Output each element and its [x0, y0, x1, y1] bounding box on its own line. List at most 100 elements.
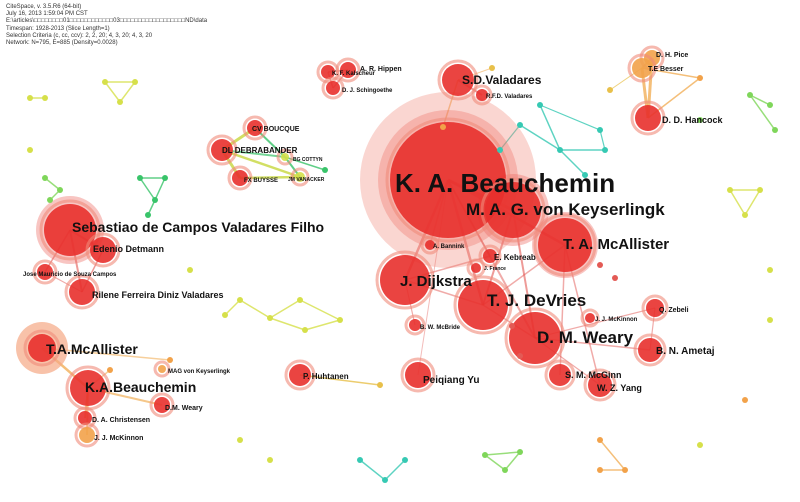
node-valadares-filho[interactable]	[44, 204, 96, 256]
minor-node[interactable]	[517, 449, 523, 455]
minor-node[interactable]	[502, 467, 508, 473]
node-schingoethe[interactable]	[326, 81, 340, 95]
minor-node[interactable]	[557, 147, 563, 153]
node-mckinnon2[interactable]	[79, 427, 95, 443]
node-mckinnon[interactable]	[585, 313, 595, 323]
minor-node[interactable]	[102, 79, 108, 85]
node-buysse[interactable]	[232, 170, 248, 186]
node-detmann[interactable]	[90, 237, 116, 263]
minor-node[interactable]	[767, 267, 773, 273]
minor-node[interactable]	[482, 452, 488, 458]
node-souza-campos[interactable]	[37, 264, 53, 280]
minor-node[interactable]	[27, 147, 33, 153]
minor-node[interactable]	[597, 437, 603, 443]
minor-node[interactable]	[297, 297, 303, 303]
node-sd-valadares[interactable]	[442, 64, 474, 96]
minor-node[interactable]	[597, 262, 603, 268]
minor-node[interactable]	[607, 87, 613, 93]
minor-node[interactable]	[402, 457, 408, 463]
minor-node[interactable]	[742, 397, 748, 403]
minor-node[interactable]	[767, 317, 773, 323]
node-rfd-valadares[interactable]	[476, 89, 488, 101]
node-weary-dm[interactable]	[509, 312, 561, 364]
minor-node[interactable]	[237, 437, 243, 443]
minor-node[interactable]	[697, 442, 703, 448]
node-mcbride[interactable]	[409, 319, 421, 331]
minor-node[interactable]	[337, 317, 343, 323]
minor-node[interactable]	[42, 175, 48, 181]
minor-node[interactable]	[237, 297, 243, 303]
node-beauchemin-ka[interactable]	[390, 122, 506, 238]
minor-node[interactable]	[47, 197, 53, 203]
minor-node[interactable]	[152, 197, 158, 203]
minor-node[interactable]	[357, 457, 363, 463]
node-diniz-valadares[interactable]	[69, 279, 95, 305]
minor-node[interactable]	[597, 467, 603, 473]
node-hancock[interactable]	[635, 105, 661, 131]
minor-node[interactable]	[489, 65, 495, 71]
node-hippen[interactable]	[340, 62, 356, 78]
node-zebeli[interactable]	[646, 299, 664, 317]
node-bannink[interactable]	[425, 240, 435, 250]
minor-node[interactable]	[747, 92, 753, 98]
node-dijkstra[interactable]	[380, 255, 430, 305]
minor-node[interactable]	[582, 172, 588, 178]
node-kalscheur[interactable]	[321, 65, 335, 79]
minor-node[interactable]	[322, 167, 328, 173]
node-vanacker[interactable]	[295, 172, 305, 182]
node-huhtanen[interactable]	[289, 364, 311, 386]
minor-node[interactable]	[267, 315, 273, 321]
minor-node[interactable]	[107, 367, 113, 373]
minor-node[interactable]	[137, 175, 143, 181]
minor-node[interactable]	[537, 102, 543, 108]
minor-node[interactable]	[509, 323, 515, 329]
node-debrabander[interactable]	[211, 139, 233, 161]
minor-node[interactable]	[602, 147, 608, 153]
node-cottyn[interactable]	[281, 153, 289, 161]
node-bouque[interactable]	[247, 120, 263, 136]
minor-node[interactable]	[57, 187, 63, 193]
minor-node[interactable]	[145, 212, 151, 218]
minor-node[interactable]	[377, 382, 383, 388]
minor-node[interactable]	[757, 187, 763, 193]
node-beauchemin-ka2[interactable]	[70, 370, 106, 406]
minor-node[interactable]	[27, 95, 33, 101]
minor-node[interactable]	[727, 187, 733, 193]
minor-node[interactable]	[440, 124, 446, 130]
minor-node[interactable]	[597, 127, 603, 133]
minor-node[interactable]	[612, 275, 618, 281]
minor-node[interactable]	[697, 75, 703, 81]
minor-node[interactable]	[497, 147, 503, 153]
node-mcallister-ta[interactable]	[538, 218, 592, 272]
minor-node[interactable]	[517, 122, 523, 128]
minor-node[interactable]	[162, 175, 168, 181]
minor-node[interactable]	[697, 117, 703, 123]
node-weary-m[interactable]	[154, 397, 170, 413]
minor-node[interactable]	[187, 267, 193, 273]
node-keyserlingk[interactable]	[485, 182, 541, 238]
minor-node[interactable]	[222, 312, 228, 318]
minor-node[interactable]	[267, 457, 273, 463]
minor-node[interactable]	[622, 467, 628, 473]
node-france[interactable]	[471, 263, 481, 273]
minor-node[interactable]	[382, 477, 388, 483]
minor-node[interactable]	[167, 357, 173, 363]
node-mcallister-ta2[interactable]	[28, 334, 56, 362]
minor-node[interactable]	[767, 102, 773, 108]
minor-node[interactable]	[742, 212, 748, 218]
minor-node[interactable]	[117, 99, 123, 105]
node-christensen[interactable]	[78, 411, 92, 425]
node-devries[interactable]	[458, 280, 508, 330]
minor-node[interactable]	[302, 327, 308, 333]
node-kebreab[interactable]	[483, 249, 497, 263]
minor-node[interactable]	[517, 353, 523, 359]
minor-node[interactable]	[772, 127, 778, 133]
node-besser[interactable]	[632, 58, 652, 78]
node-ametaj[interactable]	[638, 338, 662, 362]
node-mcginn[interactable]	[549, 364, 571, 386]
node-mag-keyserlingk[interactable]	[158, 365, 166, 373]
node-yang[interactable]	[588, 373, 612, 397]
minor-node[interactable]	[132, 79, 138, 85]
minor-node[interactable]	[42, 95, 48, 101]
node-yu[interactable]	[405, 362, 431, 388]
